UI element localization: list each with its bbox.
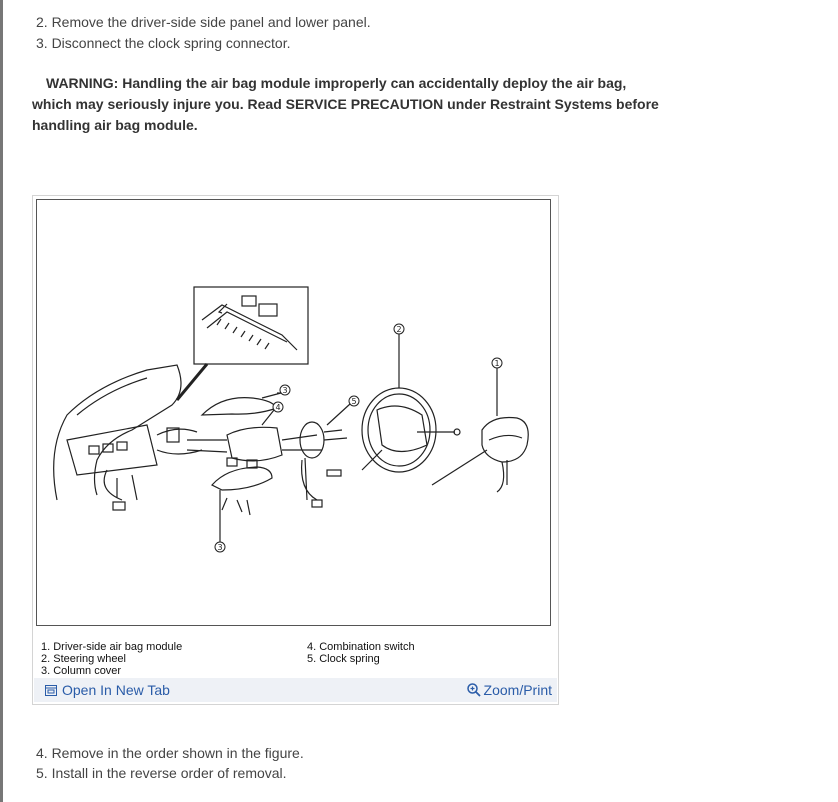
open-in-new-tab-link[interactable]: Open In New Tab — [45, 682, 170, 698]
step-4: 4. Remove in the order shown in the figu… — [36, 745, 304, 761]
airbag-warning: WARNING: Handling the air bag module imp… — [32, 75, 659, 133]
diagram-illustration: 2 1 3 4 5 3 — [53, 286, 529, 553]
figure-container: 2 1 3 4 5 3 1. Driver-side air bag modul… — [32, 195, 559, 705]
callout-4: 4 — [275, 403, 280, 412]
detail-inset — [193, 286, 309, 365]
zoom-print-link[interactable]: Zoom/Print — [466, 682, 552, 698]
caption-3: 3. Column cover — [41, 665, 122, 677]
callout-2: 2 — [396, 325, 401, 334]
callout-3-lower: 3 — [217, 543, 222, 552]
zoom-icon — [466, 683, 481, 697]
figure-toolbar: Open In New Tab Zoom/Print — [34, 678, 557, 702]
open-in-new-tab-label: Open In New Tab — [62, 682, 170, 698]
open-new-tab-icon — [45, 684, 57, 696]
caption-2: 2. Steering wheel — [41, 653, 126, 665]
step-5: 5. Install in the reverse order of remov… — [36, 765, 287, 781]
callout-3-upper: 3 — [282, 386, 287, 395]
left-border — [0, 0, 3, 802]
caption-1: 1. Driver-side air bag module — [41, 641, 183, 653]
caption-5: 5. Clock spring — [307, 653, 380, 665]
callout-5: 5 — [351, 397, 356, 406]
step-3: 3. Disconnect the clock spring connector… — [36, 35, 291, 51]
callout-1: 1 — [494, 359, 499, 368]
step-2: 2. Remove the driver-side side panel and… — [36, 14, 371, 30]
steering-column-diagram[interactable]: 2 1 3 4 5 3 — [36, 199, 551, 626]
zoom-print-label: Zoom/Print — [483, 682, 552, 698]
caption-4: 4. Combination switch — [307, 641, 415, 653]
